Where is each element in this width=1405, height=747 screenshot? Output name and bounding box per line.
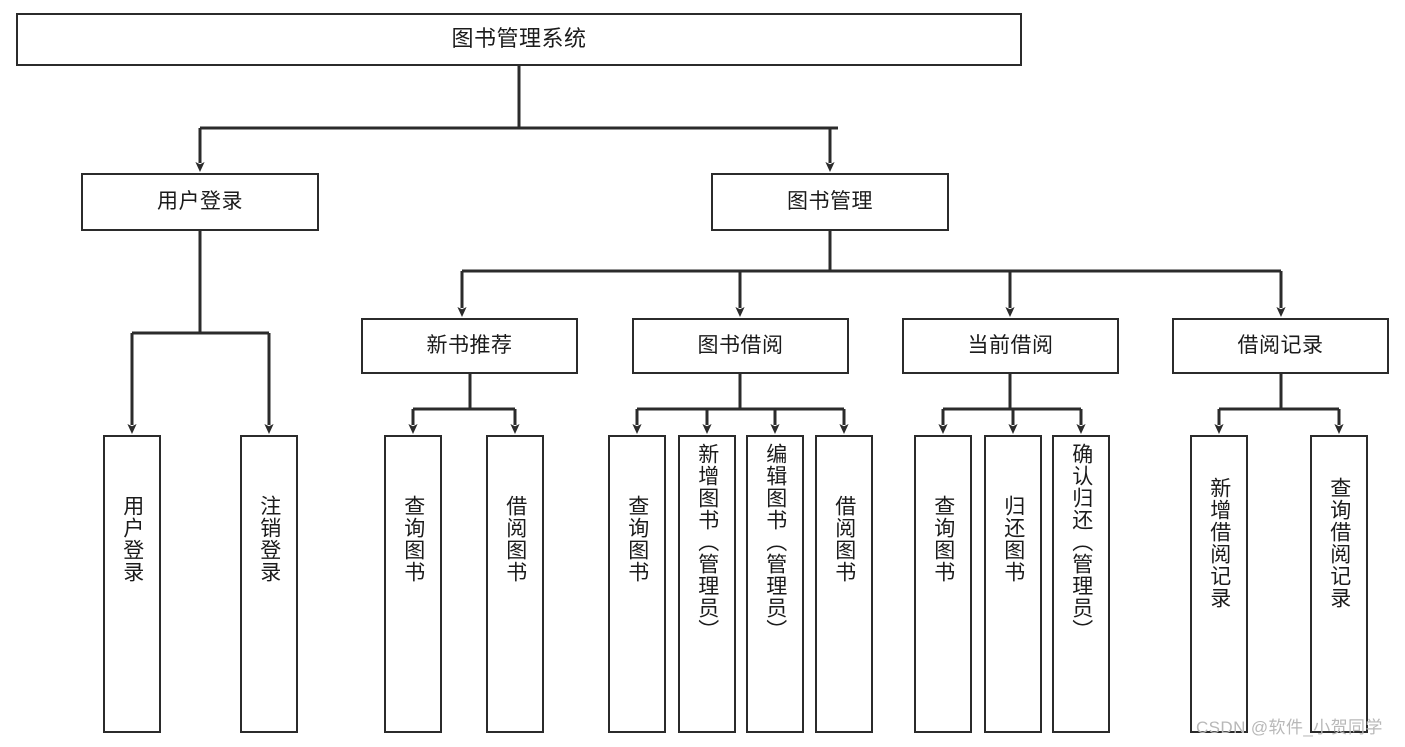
node-leaf-add-book-admin[interactable]: 新增图书（管理员） [678,435,736,733]
node-leaf-query-borrow-record[interactable]: 查询借阅记录 [1310,435,1368,733]
node-label: 用户登录 [157,190,243,214]
node-label: 图书管理系统 [451,26,587,52]
node-leaf-add-borrow-record[interactable]: 新增借阅记录 [1190,435,1248,733]
node-leaf-confirm-return-admin[interactable]: 确认归还（管理员） [1052,435,1110,733]
node-leaf-query-book-borrow[interactable]: 查询图书 [608,435,666,733]
node-leaf-logout[interactable]: 注销登录 [240,435,298,733]
node-label: 注销登录 [257,495,281,583]
node-label: 确认归还（管理员） [1069,443,1093,641]
node-leaf-borrow-book-recommend[interactable]: 借阅图书 [486,435,544,733]
node-label: 借阅记录 [1237,334,1324,358]
node-label: 新增借阅记录 [1207,477,1231,609]
node-leaf-return-book[interactable]: 归还图书 [984,435,1042,733]
node-label: 借阅图书 [503,495,527,583]
node-leaf-edit-book-admin[interactable]: 编辑图书（管理员） [746,435,804,733]
node-book-borrow[interactable]: 图书借阅 [632,318,849,374]
node-label: 编辑图书（管理员） [763,443,787,641]
node-new-book-recommend[interactable]: 新书推荐 [361,318,578,374]
node-user-login[interactable]: 用户登录 [81,173,319,231]
node-label: 图书借阅 [697,334,784,358]
node-leaf-query-book-recommend[interactable]: 查询图书 [384,435,442,733]
node-label: 查询借阅记录 [1327,477,1351,609]
node-label: 借阅图书 [832,495,856,583]
node-label: 新增图书（管理员） [695,443,719,641]
node-current-borrow[interactable]: 当前借阅 [902,318,1119,374]
node-label: 查询图书 [931,495,955,583]
node-label: 图书管理 [787,190,873,214]
node-book-management[interactable]: 图书管理 [711,173,949,231]
csdn-watermark: CSDN @软件_小贺同学 [1196,718,1383,737]
node-label: 新书推荐 [426,334,513,358]
node-label: 用户登录 [120,495,144,583]
node-label: 归还图书 [1001,495,1025,583]
node-leaf-borrow-book[interactable]: 借阅图书 [815,435,873,733]
node-label: 当前借阅 [967,334,1054,358]
node-root-system[interactable]: 图书管理系统 [16,13,1022,66]
node-borrow-record[interactable]: 借阅记录 [1172,318,1389,374]
node-leaf-query-book-current[interactable]: 查询图书 [914,435,972,733]
node-leaf-user-login[interactable]: 用户登录 [103,435,161,733]
node-label: 查询图书 [625,495,649,583]
node-label: 查询图书 [401,495,425,583]
